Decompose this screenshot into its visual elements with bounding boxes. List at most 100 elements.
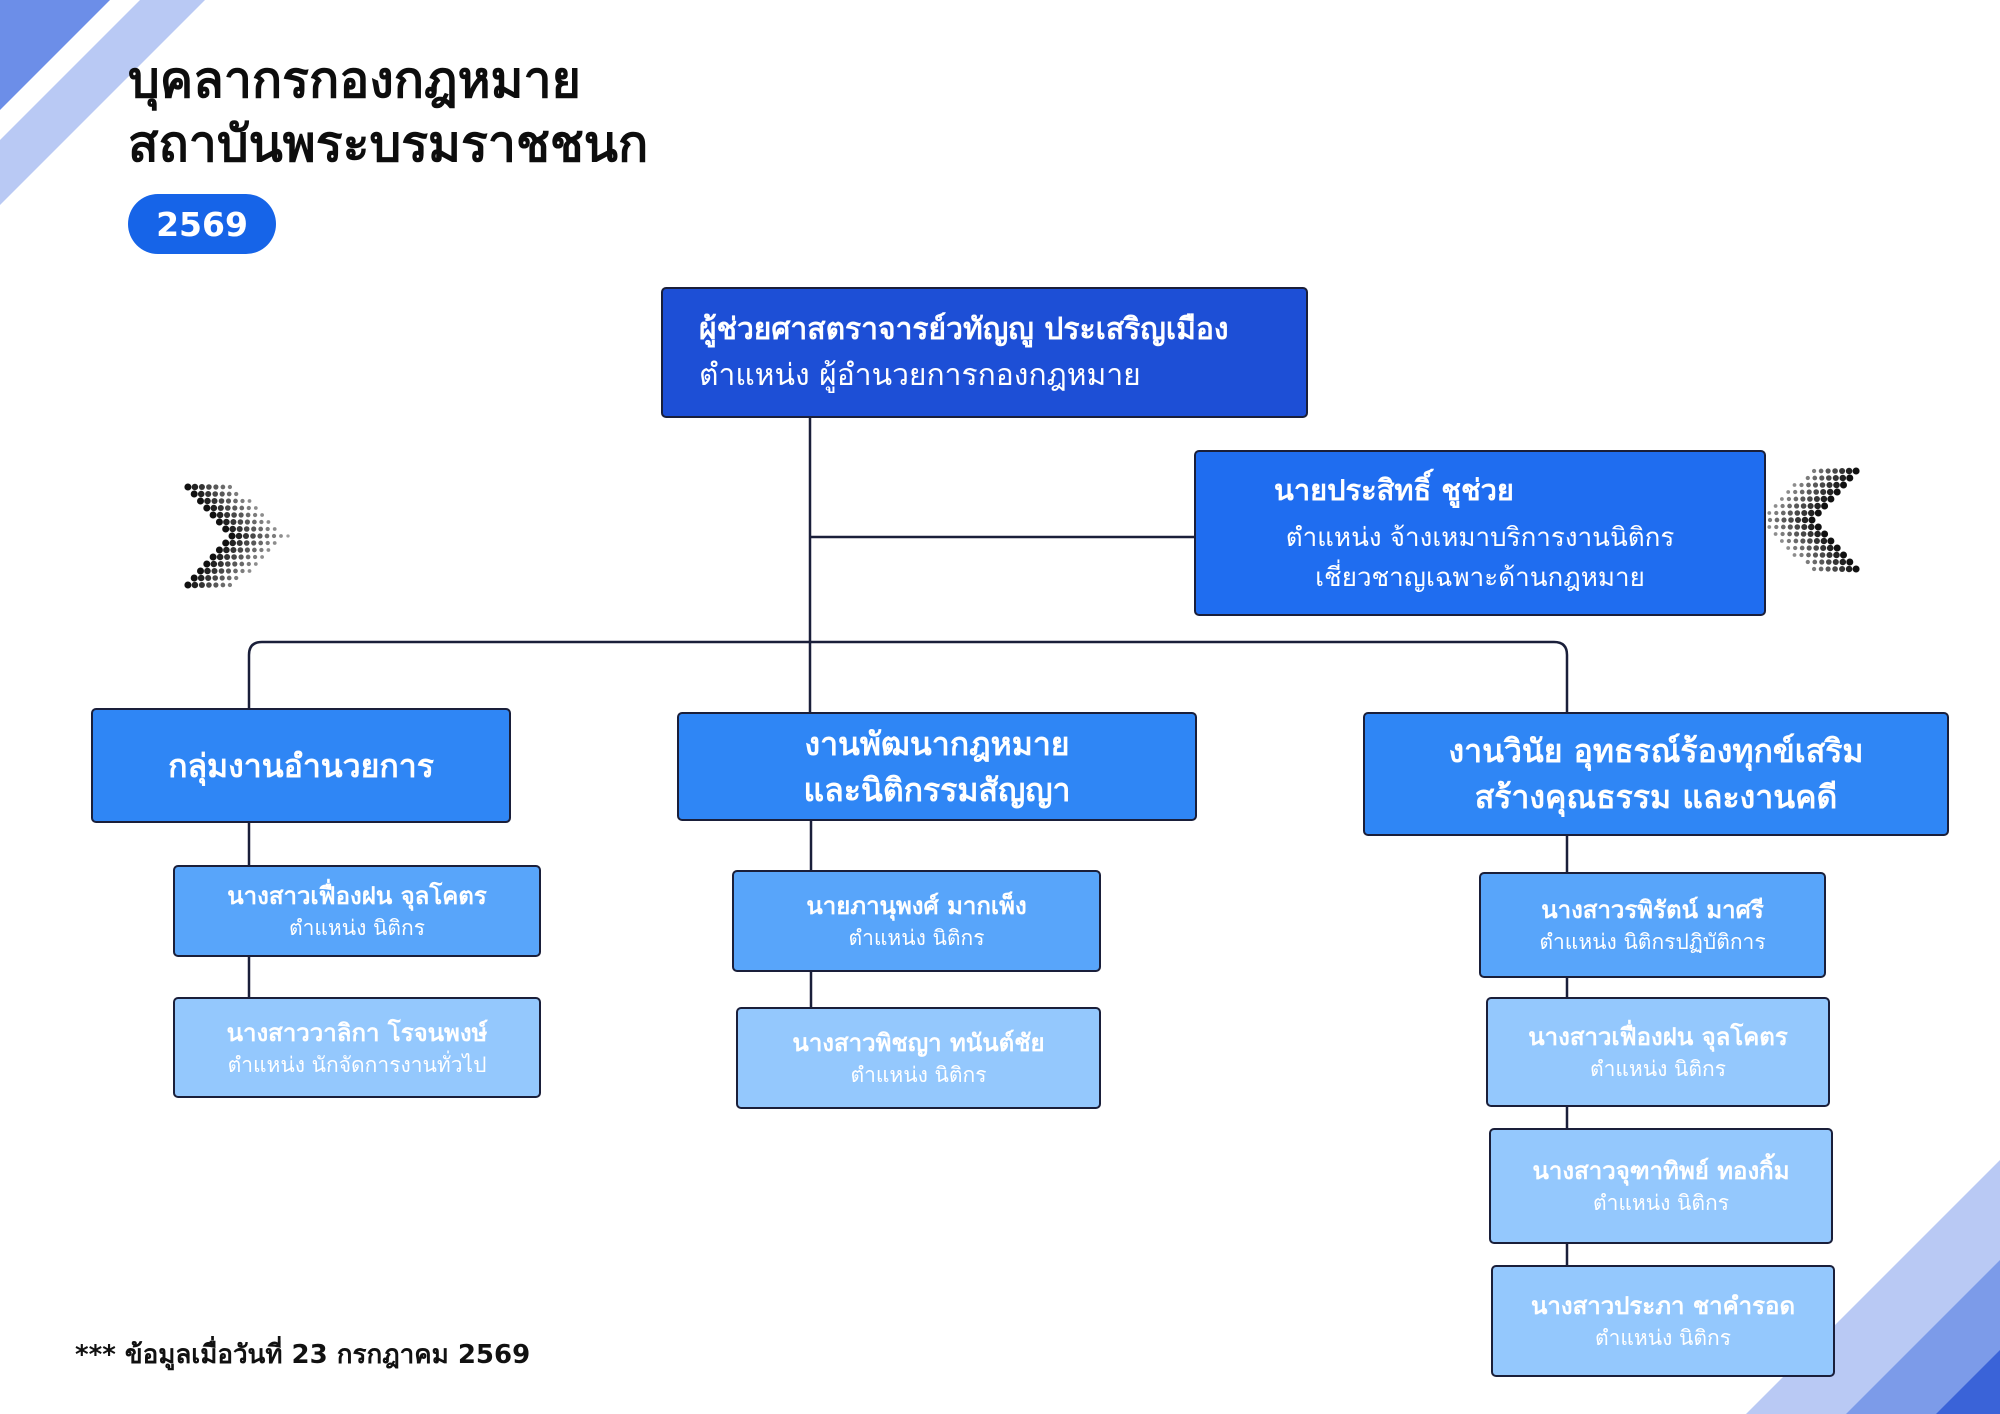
chevron-dot <box>1780 531 1785 537</box>
chevron-dot <box>1814 502 1821 510</box>
chevron-dot <box>1808 509 1815 517</box>
staff-card: นางสาวเฟื่องฝน จุลโคตร ตำแหน่ง นิติกร <box>173 865 541 957</box>
chevron-dot <box>1780 497 1784 501</box>
chevron-dot <box>1840 551 1847 559</box>
chevron-dot <box>1793 545 1798 551</box>
chevron-dot <box>1826 551 1833 559</box>
chevron-dot <box>233 498 238 504</box>
chevron-dot <box>1807 502 1814 510</box>
chevron-dot <box>234 575 239 581</box>
chevron-dot <box>1780 524 1786 530</box>
chevron-dot <box>234 491 239 497</box>
chevron-dot <box>244 519 250 525</box>
chevron-dot <box>246 505 251 511</box>
chevron-dot <box>232 505 238 511</box>
chevron-dot <box>1845 565 1853 573</box>
advisor-position-line-2: เชี่ยวชาญเฉพาะด้านกฎหมาย <box>1315 563 1645 593</box>
chevron-dot <box>1833 481 1840 489</box>
director-box: ผู้ช่วยศาสตราจารย์วทัญญู ประเสริญเมือง ต… <box>661 287 1308 418</box>
chevron-dot <box>215 546 223 554</box>
chevron-dot <box>1825 566 1831 572</box>
staff-position: ตำแหน่ง นิติกร <box>1594 1326 1732 1350</box>
chevron-dot <box>1767 525 1772 529</box>
chevron-dot <box>1814 509 1822 517</box>
chevron-dot <box>1833 544 1841 552</box>
chevron-dot <box>1827 537 1835 545</box>
chevron-dot <box>203 504 211 512</box>
chevron-dot <box>184 483 192 491</box>
chevron-dot <box>229 525 236 533</box>
chevron-dot <box>1801 523 1808 531</box>
chevron-dot <box>1827 495 1835 503</box>
chevron-dot <box>206 484 212 490</box>
chevron-dot <box>266 548 271 552</box>
chevron-dot <box>1799 482 1804 488</box>
chevron-dot <box>198 581 205 589</box>
chevron-dot <box>209 511 217 519</box>
chevron-dot <box>1787 510 1793 516</box>
chevron-dot <box>239 505 245 511</box>
chevron-dot <box>242 532 250 540</box>
chevron-dot <box>266 520 271 524</box>
staff-name: นางสาววาลิกา โรจนพงษ์ <box>226 1018 488 1047</box>
chevron-dot <box>213 484 219 490</box>
chevron-dot <box>1819 559 1825 565</box>
chevron-dot <box>265 526 270 532</box>
chevron-dot <box>230 546 237 554</box>
chevron-dot <box>218 498 225 504</box>
chevron-dot <box>250 533 256 539</box>
chevron-dot <box>1846 474 1854 482</box>
chevron-dot <box>252 512 258 518</box>
chevron-dot <box>1839 558 1847 566</box>
chevron-dot <box>1826 544 1834 552</box>
chevron-dot <box>240 498 245 504</box>
staff-position: ตำแหน่ง นิติกร <box>1589 1057 1727 1081</box>
staff-position: ตำแหน่ง นิติกร <box>1592 1191 1730 1215</box>
chevron-dot <box>239 561 245 567</box>
chevron-dot <box>1800 496 1806 502</box>
chevron-dot <box>197 567 204 575</box>
chevron-dot <box>1820 537 1828 545</box>
chevron-dot <box>217 560 224 568</box>
chevron-dot <box>1774 510 1779 516</box>
unit-box-law-development: งานพัฒนากฎหมาย และนิติกรรมสัญญา <box>677 712 1197 821</box>
chevron-dot <box>231 512 237 518</box>
chevron-dot <box>1792 553 1797 557</box>
chevron-dot <box>1820 495 1828 503</box>
chevron-dot <box>240 568 245 574</box>
staff-card: นางสาวรพิรัตน์ มาศรี ตำแหน่ง นิติกรปฏิบั… <box>1479 872 1826 978</box>
chevron-dot <box>1799 545 1805 551</box>
chevron-dot <box>1780 539 1784 543</box>
chevron-dot <box>245 554 251 560</box>
staff-name: นางสาวเฟื่องฝน จุลโคตร <box>227 882 487 910</box>
chevron-dot <box>1812 475 1818 481</box>
chevron-dot <box>190 490 198 498</box>
chevron-dot <box>1845 467 1853 475</box>
chevron-dot <box>1773 504 1778 508</box>
staff-card: นางสาวจุฑาทิพย์ ทองกิ้ม ตำแหน่ง นิติกร <box>1489 1128 1833 1244</box>
chevron-dot <box>213 582 219 588</box>
chevron-dot <box>1819 482 1826 488</box>
chevron-dot <box>1825 559 1832 565</box>
chevron-dot <box>184 581 192 589</box>
chevron-dot <box>286 534 290 538</box>
unit-box-administration: กลุ่มงานอำนวยการ <box>91 708 511 823</box>
dotted-chevron-right-icon <box>184 483 290 589</box>
chevron-dot <box>1819 475 1825 481</box>
chevron-dot <box>216 511 224 519</box>
chevron-dot <box>1773 532 1778 536</box>
chevron-dot <box>1786 538 1792 544</box>
chevron-dot <box>227 582 233 588</box>
chevron-dot <box>205 490 212 498</box>
chevron-dot <box>206 582 212 588</box>
chevron-dot <box>1807 538 1813 544</box>
chevron-dot <box>1833 551 1840 559</box>
chevron-dot <box>237 547 244 553</box>
advisor-box: นายประสิทธิ์ ชูช่วย ตำแหน่ง จ้างเหมาบริก… <box>1194 450 1766 616</box>
chevron-dot <box>197 490 205 498</box>
chevron-dot <box>227 484 233 490</box>
staff-position: ตำแหน่ง นิติกร <box>850 1063 987 1087</box>
chevron-dot <box>229 539 236 547</box>
chevron-dot <box>1799 489 1805 495</box>
chevron-dot <box>1806 482 1811 488</box>
